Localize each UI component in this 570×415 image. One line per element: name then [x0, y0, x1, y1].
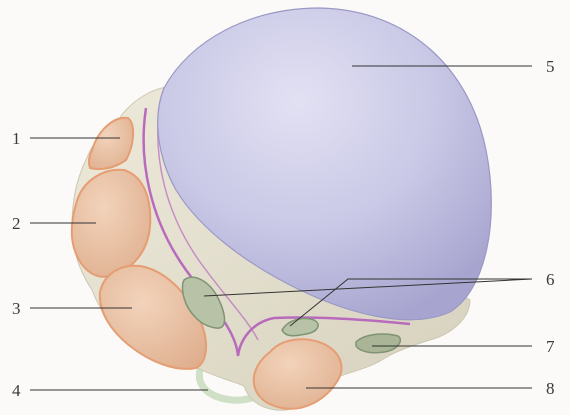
label-1: 1	[12, 129, 21, 148]
label-7: 7	[546, 337, 555, 356]
label-5: 5	[546, 57, 555, 76]
label-6: 6	[546, 270, 555, 289]
label-4: 4	[12, 381, 21, 400]
label-8: 8	[546, 379, 555, 398]
label-3: 3	[12, 299, 21, 318]
label-2: 2	[12, 214, 21, 233]
